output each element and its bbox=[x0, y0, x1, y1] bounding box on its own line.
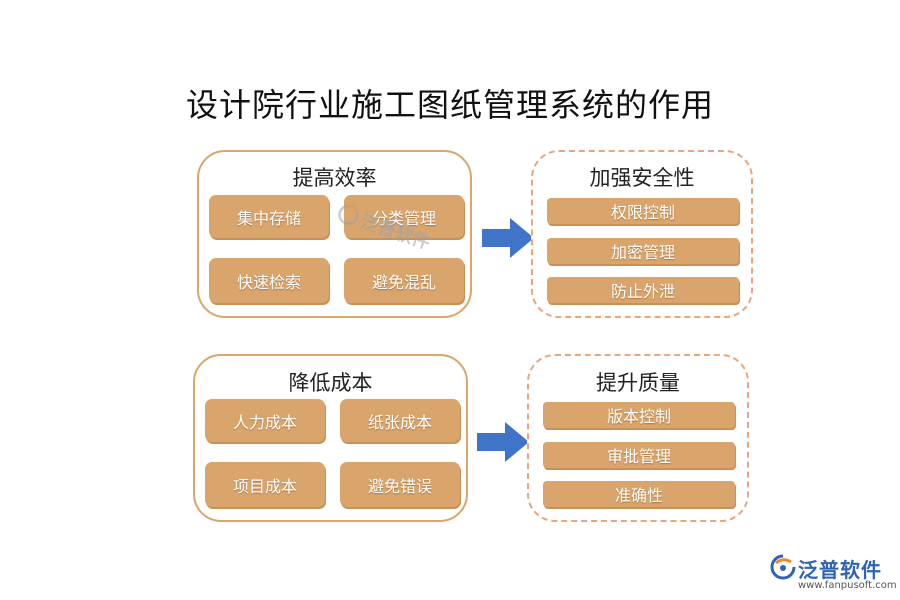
item-category-management: 分类管理 bbox=[344, 195, 464, 238]
item-version-control: 版本控制 bbox=[543, 402, 735, 428]
brand-logo: 泛普软件 www.fanpusoft.com bbox=[770, 552, 897, 596]
item-quick-search: 快速检索 bbox=[209, 258, 329, 303]
panel-cost-reduction-heading: 降低成本 bbox=[288, 371, 373, 395]
panel-cost-reduction: 降低成本 人力成本 纸张成本 项目成本 避免错误 bbox=[193, 354, 468, 522]
fanpu-logo-icon bbox=[770, 554, 796, 580]
item-leak-prevention: 防止外泄 bbox=[547, 277, 739, 303]
panel-quality: 提升质量 版本控制 审批管理 准确性 bbox=[527, 354, 749, 522]
item-approval-management: 审批管理 bbox=[543, 442, 735, 468]
item-labor-cost: 人力成本 bbox=[205, 399, 325, 442]
logo-brand-text: 泛普软件 bbox=[798, 558, 882, 582]
panel-security-heading: 加强安全性 bbox=[589, 166, 695, 190]
right-arrow-icon bbox=[477, 422, 529, 462]
item-permission-control: 权限控制 bbox=[547, 198, 739, 224]
item-project-cost: 项目成本 bbox=[205, 462, 325, 507]
item-encryption-management: 加密管理 bbox=[547, 238, 739, 264]
item-centralized-storage: 集中存储 bbox=[209, 195, 329, 238]
panel-security: 加强安全性 权限控制 加密管理 防止外泄 bbox=[531, 150, 753, 318]
item-accuracy: 准确性 bbox=[543, 481, 735, 507]
item-avoid-chaos: 避免混乱 bbox=[344, 258, 464, 303]
logo-url-text: www.fanpusoft.com bbox=[798, 580, 897, 591]
panel-efficiency-heading: 提高效率 bbox=[292, 166, 377, 190]
panel-quality-heading: 提升质量 bbox=[596, 371, 680, 395]
right-arrow-icon bbox=[482, 218, 534, 258]
item-paper-cost: 纸张成本 bbox=[340, 399, 460, 442]
diagram-title: 设计院行业施工图纸管理系统的作用 bbox=[185, 86, 714, 124]
item-avoid-errors: 避免错误 bbox=[340, 462, 460, 507]
panel-efficiency: 提高效率 集中存储 分类管理 快速检索 避免混乱 bbox=[197, 150, 472, 318]
